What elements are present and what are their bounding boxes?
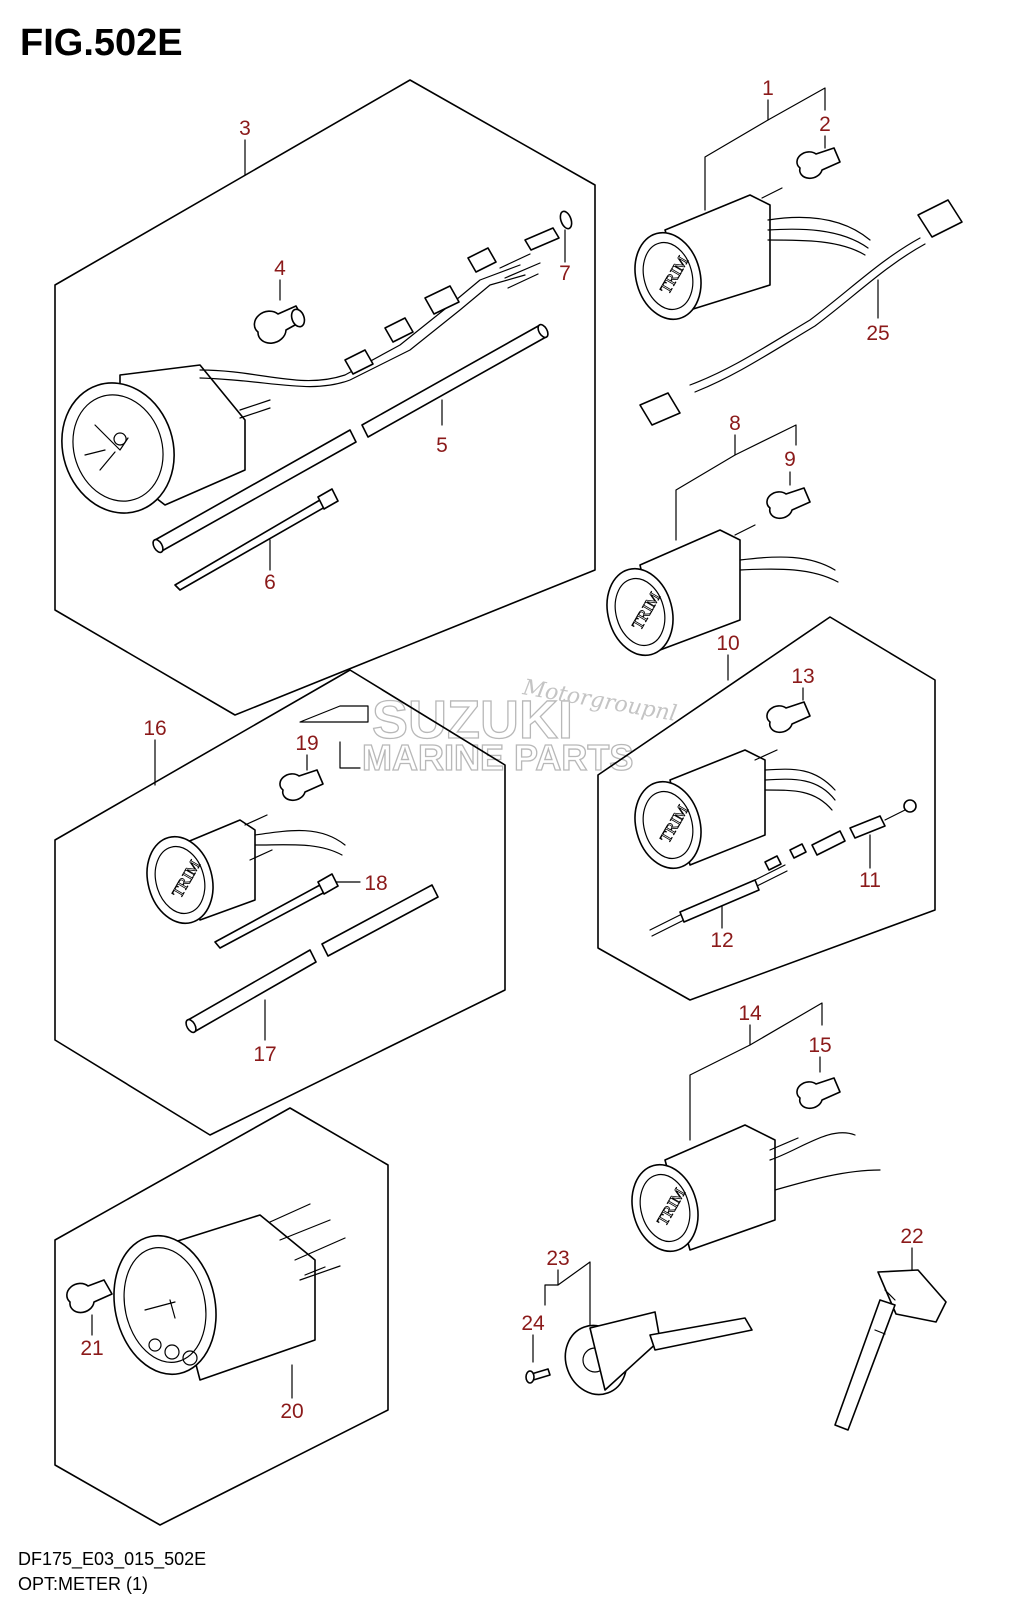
callout-12: 12 xyxy=(710,929,733,952)
callout-labels: 1 2 3 4 5 6 7 8 9 10 11 12 13 14 15 16 1… xyxy=(80,77,923,1423)
callout-10: 10 xyxy=(716,632,739,655)
part-24-screw xyxy=(525,1368,551,1384)
part-10-gauge: TRIM xyxy=(634,749,836,870)
part-19-bulb xyxy=(279,769,324,802)
group-box-3 xyxy=(54,79,596,716)
part-16-gauge: TRIM xyxy=(146,814,346,925)
part-9-bulb xyxy=(766,487,811,520)
part-25-harness xyxy=(639,199,963,426)
callout-6: 6 xyxy=(264,571,276,594)
part-18-cable-tie xyxy=(214,873,339,949)
callout-2: 2 xyxy=(819,113,831,136)
callout-21: 21 xyxy=(80,1337,103,1360)
part-13-bulb xyxy=(766,701,811,734)
callout-7: 7 xyxy=(559,262,571,285)
callout-5: 5 xyxy=(436,434,448,457)
part-3-tachometer xyxy=(61,247,541,514)
watermark-line2: MARINE PARTS xyxy=(362,737,633,778)
callout-9: 9 xyxy=(784,448,796,471)
callout-19: 19 xyxy=(295,732,318,755)
group-box-20 xyxy=(54,1107,389,1526)
watermark-boat-icon xyxy=(299,705,369,723)
callout-16: 16 xyxy=(143,717,166,740)
part-22-sensor xyxy=(834,1269,947,1431)
group-box-10 xyxy=(597,616,936,1001)
callout-23: 23 xyxy=(546,1247,569,1270)
part-1-gauge: TRIM xyxy=(634,187,871,321)
part-8-gauge: TRIM xyxy=(606,524,839,657)
callout-24: 24 xyxy=(521,1312,545,1335)
callout-13: 13 xyxy=(791,665,814,688)
part-4-bulb xyxy=(253,305,306,344)
part-20-multi-gauge xyxy=(113,1203,346,1381)
callout-17: 17 xyxy=(253,1043,276,1066)
part-12-wire xyxy=(649,843,807,937)
part-17-hose xyxy=(185,884,439,1034)
leader-lines xyxy=(91,87,913,1399)
callout-20: 20 xyxy=(280,1400,303,1423)
footer: DF175_E03_015_502E OPT:METER (1) xyxy=(18,1547,206,1597)
part-21-bulb xyxy=(66,1279,113,1314)
watermark-brand: SUZUKI xyxy=(372,690,573,750)
group-box-16 xyxy=(54,669,506,1136)
callout-1: 1 xyxy=(762,77,774,100)
callout-18: 18 xyxy=(364,872,387,895)
part-5-hose xyxy=(152,323,549,554)
callout-3: 3 xyxy=(239,117,251,140)
callout-4: 4 xyxy=(274,257,286,280)
callout-15: 15 xyxy=(808,1034,831,1057)
callout-8: 8 xyxy=(729,412,741,435)
callout-22: 22 xyxy=(900,1225,923,1248)
figure-title: FIG.502E xyxy=(20,22,183,64)
callout-11: 11 xyxy=(859,869,881,892)
callout-14: 14 xyxy=(738,1002,762,1025)
part-15-bulb xyxy=(796,1077,841,1110)
part-11-wire xyxy=(811,799,917,856)
part-23-sender xyxy=(564,1311,753,1396)
watermark: SUZUKI MARINE PARTS Motorgroupnl xyxy=(299,675,679,779)
figure-code: DF175_E03_015_502E xyxy=(18,1549,207,1569)
part-2-bulb xyxy=(796,147,841,180)
figure-caption: OPT:METER (1) xyxy=(18,1574,149,1594)
part-6-cable-tie xyxy=(174,488,339,591)
callout-25: 25 xyxy=(866,322,889,345)
part-7-terminal xyxy=(524,210,573,251)
part-14-gauge: TRIM xyxy=(631,1124,881,1253)
